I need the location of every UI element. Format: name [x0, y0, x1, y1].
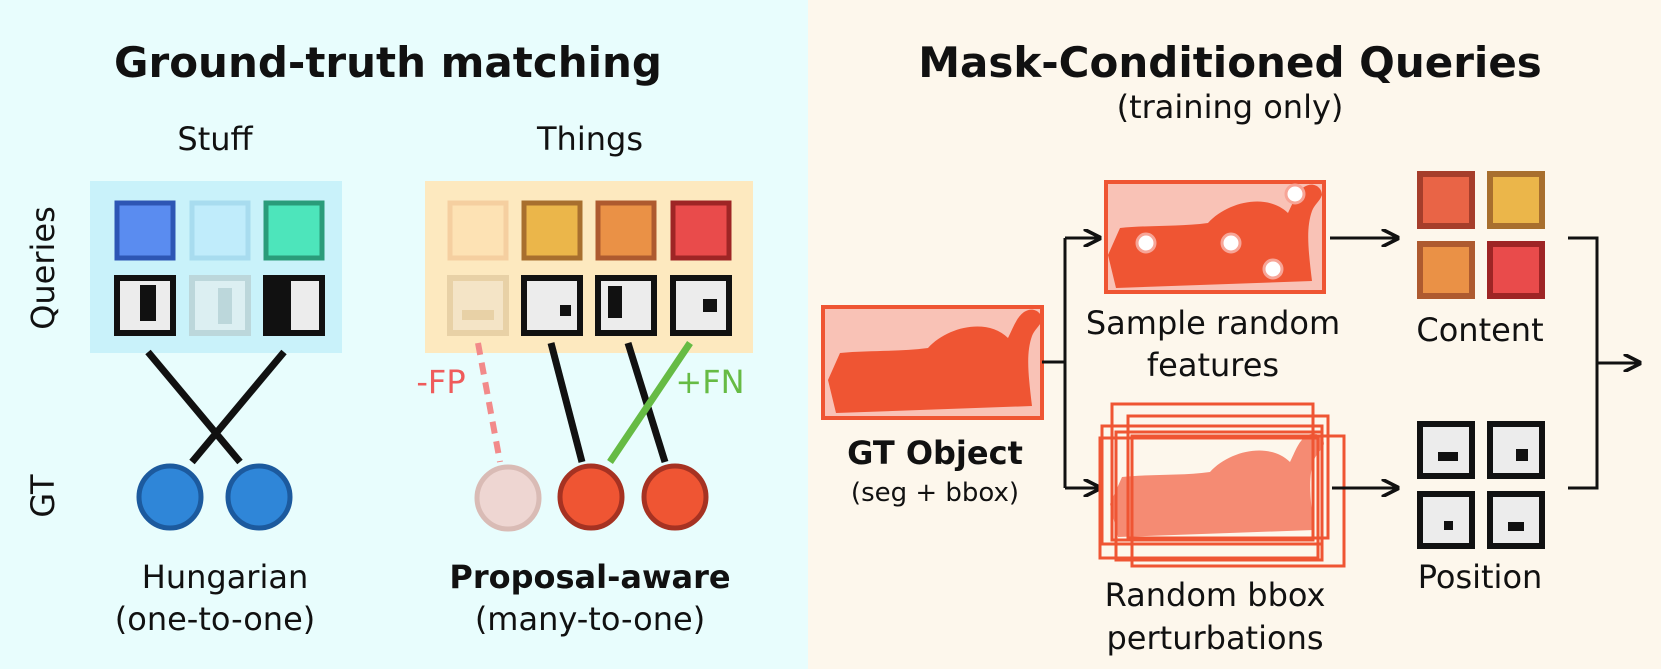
things-query-content-3: [595, 200, 657, 261]
branch-connector: [1042, 238, 1098, 488]
stuff-query-content-2: [189, 200, 251, 261]
gt-unmatched-circle: [474, 464, 542, 532]
stuff-query-position-3: [263, 275, 325, 336]
things-match-line-1: [547, 342, 586, 463]
stuff-query-content-1: [114, 200, 176, 261]
proposal-aware-label: Proposal-aware: [449, 558, 730, 596]
content-queries-grid: [1417, 171, 1545, 299]
queries-axis-label: Queries: [24, 206, 62, 330]
things-query-content-2: [521, 200, 583, 261]
gt-thing-circle-1: [557, 463, 625, 531]
things-query-content-1: [447, 200, 509, 261]
hungarian-sublabel: (one-to-one): [115, 600, 315, 638]
things-query-position-2: [521, 275, 583, 336]
position-queries-grid: [1417, 421, 1545, 549]
things-label: Things: [536, 120, 643, 158]
content-label: Content: [1416, 311, 1543, 349]
things-query-position-4: [670, 275, 732, 336]
things-query-position-1: [447, 275, 509, 336]
stuff-match-line-2: [189, 349, 287, 465]
right-panel-subtitle: (training only): [1117, 88, 1344, 126]
perturbed-bbox-image: [1098, 402, 1346, 568]
sampled-features-image: [1104, 180, 1326, 294]
gt-object-label: GT Object: [847, 434, 1023, 472]
bbox-perturb-label-line1: Random bbox: [1105, 576, 1326, 614]
things-query-position-3: [595, 275, 657, 336]
gt-thing-circle-2: [641, 463, 709, 531]
right-panel-title: Mask-Conditioned Queries: [918, 38, 1542, 87]
bbox-perturb-label-line2: perturbations: [1106, 619, 1323, 657]
things-query-content-4: [670, 200, 732, 261]
false-negative-line: [607, 341, 693, 464]
gt-object-sublabel: (seg + bbox): [851, 478, 1019, 508]
stuff-query-content-3: [263, 200, 325, 261]
false-positive-line: [475, 342, 503, 463]
stuff-query-position-1: [114, 275, 176, 336]
hungarian-label: Hungarian: [142, 558, 308, 596]
left-panel-title: Ground-truth matching: [114, 38, 662, 87]
fp-label: -FP: [416, 363, 465, 401]
sample-features-label-line2: features: [1147, 346, 1279, 384]
fn-label: +FN: [675, 363, 744, 401]
gt-object-image: [821, 305, 1044, 420]
stuff-query-position-2: [189, 275, 251, 336]
proposal-aware-sublabel: (many-to-one): [475, 600, 705, 638]
position-label: Position: [1418, 558, 1543, 596]
gt-axis-label: GT: [24, 474, 62, 518]
sample-features-label-line1: Sample random: [1086, 304, 1340, 342]
gt-stuff-circle-2: [225, 463, 293, 531]
stuff-match-line-1: [145, 349, 243, 465]
merge-connector: [1568, 236, 1638, 490]
gt-stuff-circle-1: [136, 463, 204, 531]
stuff-label: Stuff: [177, 120, 253, 158]
